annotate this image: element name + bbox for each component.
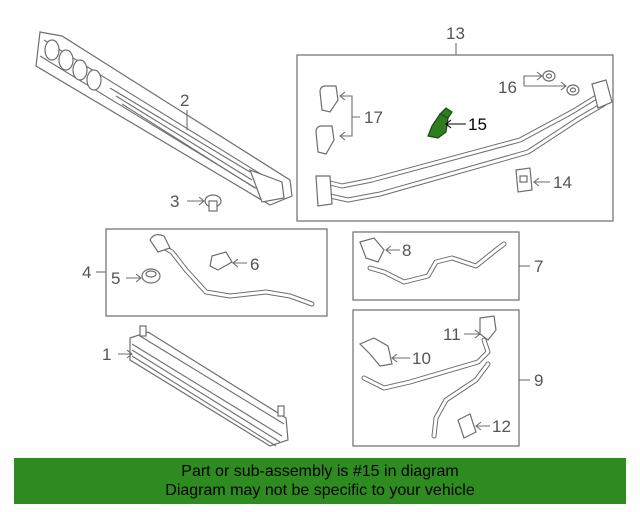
callout-15: 15 xyxy=(468,115,487,134)
leader-1 xyxy=(118,349,133,359)
part-2-deflector-panel xyxy=(35,31,293,206)
part-15-bracket-highlighted xyxy=(427,107,453,139)
leader-14 xyxy=(533,177,550,187)
parts-diagram: 2 3 13 17 16 15 xyxy=(35,24,614,447)
banner-line-1: Part or sub-assembly is #15 in diagram xyxy=(181,463,459,480)
callout-16: 16 xyxy=(498,78,517,97)
callout-13: 13 xyxy=(446,24,465,43)
group-box-13 xyxy=(296,54,614,222)
callout-10: 10 xyxy=(412,349,431,368)
leader-11 xyxy=(464,329,481,339)
part-7-tube xyxy=(367,241,507,285)
part-11-bracket xyxy=(479,315,497,341)
part-6-clip xyxy=(209,251,233,271)
callout-6: 6 xyxy=(250,255,259,274)
part-14-clip xyxy=(515,167,533,193)
info-banner: Part or sub-assembly is #15 in diagram D… xyxy=(14,458,626,504)
leader-8 xyxy=(385,245,400,255)
part-8-bracket xyxy=(359,237,385,263)
leader-3 xyxy=(187,196,205,206)
part-12-clamp xyxy=(457,413,477,439)
callout-8: 8 xyxy=(402,241,411,260)
callout-12: 12 xyxy=(492,417,511,436)
leader-6 xyxy=(232,258,247,268)
group-box-9 xyxy=(352,309,520,447)
banner-line-2: Diagram may not be specific to your vehi… xyxy=(165,482,475,499)
part-4-hose-tube xyxy=(149,234,315,307)
leader-5 xyxy=(126,273,142,283)
callout-2: 2 xyxy=(180,91,189,110)
part-1-oil-cooler xyxy=(129,325,289,447)
leader-15 xyxy=(445,119,466,129)
leader-10 xyxy=(391,353,410,363)
callout-4: 4 xyxy=(82,263,91,282)
callout-7: 7 xyxy=(534,257,543,276)
part-3-bolt xyxy=(204,194,222,212)
callout-9: 9 xyxy=(534,371,543,390)
callout-11: 11 xyxy=(443,325,461,344)
callout-14: 14 xyxy=(553,173,572,192)
part-17-clips xyxy=(315,85,339,155)
callout-3: 3 xyxy=(170,192,179,211)
part-16-o-rings xyxy=(542,70,580,96)
part-5-clamp xyxy=(141,268,161,284)
callout-1: 1 xyxy=(102,345,111,364)
leader-12 xyxy=(475,421,490,431)
part-13-cooler-tubes xyxy=(315,79,613,207)
callout-17: 17 xyxy=(364,108,383,127)
leader-16 xyxy=(523,71,567,91)
callout-5: 5 xyxy=(111,269,120,288)
leader-17 xyxy=(339,91,360,141)
part-10-bracket xyxy=(358,337,393,367)
group-box-4 xyxy=(105,228,328,317)
part-9-tube xyxy=(361,337,491,439)
